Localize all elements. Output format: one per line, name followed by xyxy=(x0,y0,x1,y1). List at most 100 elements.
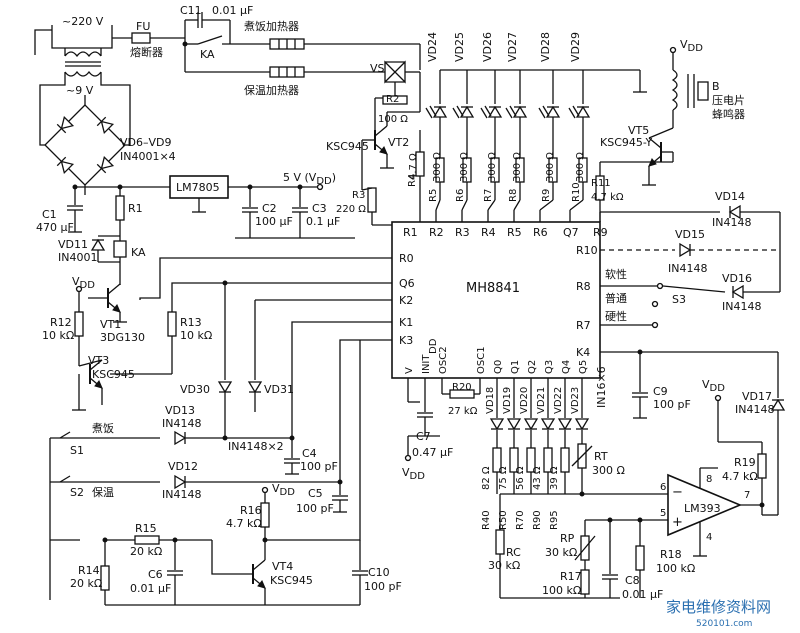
led-label-5: VD29 xyxy=(569,32,582,62)
vt1-vdd-sub: DD xyxy=(80,280,96,291)
buzzer-b-label: B xyxy=(712,80,720,93)
c8-value: 0.01 μF xyxy=(622,588,663,601)
vdd-rail-label: 5 V (V xyxy=(283,171,317,184)
r3-value: 220 Ω xyxy=(336,204,366,215)
r16-label: R16 xyxy=(240,504,262,517)
watermark-text: 家电维修资料网 xyxy=(666,598,771,616)
triac-symbol xyxy=(384,60,420,98)
lm393-vdd: V xyxy=(702,378,710,391)
vd11-type: IN4001 xyxy=(58,251,97,264)
sensor-diodes-type: IN16×6 xyxy=(595,366,608,408)
s2-label: S2 xyxy=(70,486,84,499)
sensor-diode-label-2: VD20 xyxy=(519,387,530,414)
r16-value: 4.7 kΩ xyxy=(226,517,262,530)
svg-text:+: + xyxy=(672,515,683,530)
r11-value: 4.7 kΩ xyxy=(591,192,624,203)
s1-label: S1 xyxy=(70,444,84,457)
vt2-label: VT2 xyxy=(388,136,409,149)
r13-label: R13 xyxy=(180,316,202,329)
power-supply: ~220 V FU 熔断器 ~9 V VD6–VD9 IN4001×4 xyxy=(34,4,355,239)
vd31-label: VD31 xyxy=(264,383,294,396)
sensor-diode-label-1: VD19 xyxy=(502,387,513,414)
c2-value: 100 μF xyxy=(255,215,293,228)
transformer-symbol xyxy=(64,51,102,77)
sensor-resistor-label-3: R90 xyxy=(532,510,543,530)
mcu-name: MH8841 xyxy=(466,281,520,296)
vt1-label: VT1 xyxy=(100,318,121,331)
sensor-resistor-value-3: 43 Ω xyxy=(532,466,543,490)
led-label-2: VD26 xyxy=(481,32,494,62)
mcu-pin-top-4: R5 xyxy=(507,226,522,239)
vt3-label: VT3 xyxy=(88,354,109,367)
r14-value: 20 kΩ xyxy=(70,577,102,590)
led-resistor-value-2: 300 Ω xyxy=(487,152,498,182)
mcu-pin-left-0: R0 xyxy=(399,252,414,265)
vd16-type: IN4148 xyxy=(722,300,761,313)
c3-value: 0.1 μF xyxy=(306,215,340,228)
s3-switch[interactable] xyxy=(651,300,659,308)
transformer-secondary-label: ~9 V xyxy=(66,84,94,97)
mcu-pin-right-0: R10 xyxy=(576,244,598,257)
r13-value: 10 kΩ xyxy=(180,329,212,342)
rc-label: RC xyxy=(506,546,521,559)
r2-label: R2 xyxy=(386,94,399,105)
svg-text:VDD: VDD xyxy=(72,275,95,291)
c8-label: C8 xyxy=(625,574,640,587)
sensor-resistor-value-1: 75 Ω xyxy=(498,466,509,490)
buzzer-name2: 蜂鸣器 xyxy=(712,107,745,121)
mcu-pin-top-5: R6 xyxy=(533,226,548,239)
sensor-resistor-value-4: 39 Ω xyxy=(549,466,560,490)
mcu-pin-top-2: R3 xyxy=(455,226,470,239)
triac-label: VS xyxy=(370,62,385,75)
mcu-pin-bottom-8: Q4 xyxy=(561,360,572,374)
rt-label: RT xyxy=(594,450,608,463)
piezo-buzzer xyxy=(697,81,709,101)
r12-value: 10 kΩ xyxy=(42,329,74,342)
lm393-pin7: 7 xyxy=(744,490,750,501)
s1-cn-label: 煮饭 xyxy=(92,422,114,435)
vt4-label: VT4 xyxy=(272,560,293,573)
sensor-resistor-value-2: 56 Ω xyxy=(515,466,526,490)
mcu-pin-right-2: R7 xyxy=(576,319,591,332)
r15-label: R15 xyxy=(135,522,157,535)
svg-text:VDD: VDD xyxy=(702,378,725,394)
vdd-rail-close: ) xyxy=(332,171,336,184)
c5-value: 100 pF xyxy=(296,502,334,515)
lm7805-label: LM7805 xyxy=(176,181,220,194)
vd14-label: VD14 xyxy=(715,190,745,203)
sensor-diode-label-4: VD22 xyxy=(553,387,564,414)
svg-text:VDD: VDD xyxy=(402,466,425,482)
c9-value: 100 pF xyxy=(653,398,691,411)
c9-label: C9 xyxy=(653,385,668,398)
ka-coil-label: KA xyxy=(131,246,146,259)
watermark: 家电维修资料网 520101.com xyxy=(666,598,771,629)
led-resistor-value-3: 300 Ω xyxy=(512,152,523,182)
rt-value: 300 Ω xyxy=(592,464,625,477)
lm393-pin8: 8 xyxy=(706,474,712,485)
relay-coil xyxy=(113,240,127,258)
mcu-pin-bottom-3: OSC1 xyxy=(476,346,487,374)
c4-label: C4 xyxy=(302,447,317,460)
r3-label: R3 xyxy=(352,190,365,201)
vd16-label: VD16 xyxy=(722,272,752,285)
keep-warm-heater-label: 保温加热器 xyxy=(244,83,299,97)
sensor-diode-vd20 xyxy=(524,418,538,430)
vt2-transistor xyxy=(374,125,388,155)
r14-label: R14 xyxy=(78,564,100,577)
r4-label: R4 xyxy=(407,174,418,187)
mcu-pin-bottom-6: Q2 xyxy=(527,360,538,374)
vd15-label: VD15 xyxy=(675,228,705,241)
sensor-diode-vd21 xyxy=(541,418,555,430)
c1-value: 470 μF xyxy=(36,221,74,234)
r19-label: R19 xyxy=(734,456,756,469)
vt2-type: KSC945 xyxy=(326,140,369,153)
svg-text:VDD: VDD xyxy=(680,38,703,54)
heater-section: 煮饭加热器 保温加热器 VS R2 100 Ω VT2 xyxy=(184,20,421,226)
s3-label: S3 xyxy=(672,293,686,306)
vt5-type: KSC945-Y xyxy=(600,136,653,149)
mcu-pin-bottom-9: Q5 xyxy=(578,360,589,374)
lm393-pin4: 4 xyxy=(706,532,712,543)
rp-label: RP xyxy=(560,532,575,545)
